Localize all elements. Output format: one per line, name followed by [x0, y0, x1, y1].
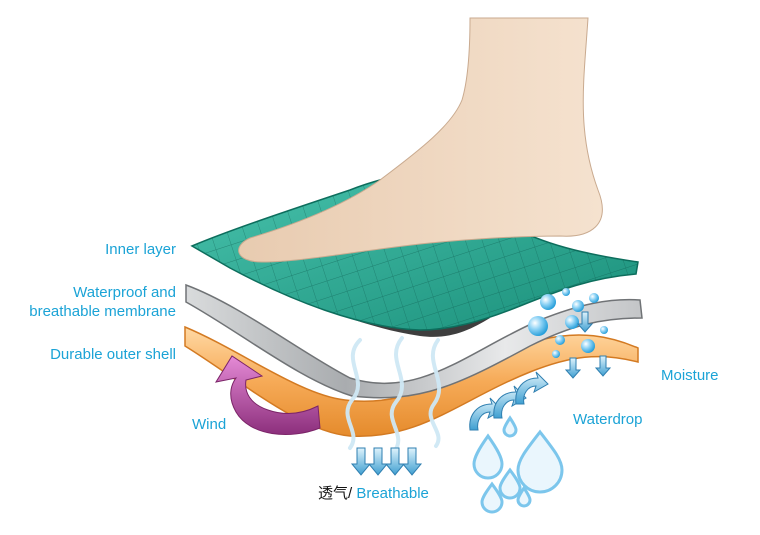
membrane-label: Waterproof and breathable membrane [8, 283, 176, 321]
waterdrop-label: Waterdrop [573, 410, 642, 429]
moisture-label: Moisture [661, 366, 719, 385]
foot-illustration [238, 17, 603, 263]
wind-arrow-icon [214, 355, 321, 436]
wind-label: Wind [192, 415, 226, 434]
membrane-label-line1: Waterproof and [73, 284, 176, 301]
wind-text: Wind [192, 416, 227, 433]
vapor-lines-icon [345, 336, 442, 454]
outer-shell-label: Durable outer shell [28, 345, 176, 364]
inner-layer [190, 167, 639, 331]
membrane-label-line2: breathable membrane [29, 303, 176, 320]
moisture-arrows-icon [564, 311, 612, 379]
waterdrop-text: Waterdrop [573, 411, 643, 428]
breathable-label-en: Breathable [352, 485, 429, 502]
breathable-arrows-icon [350, 447, 423, 476]
moisture-text: Moisture [661, 367, 719, 384]
inner-layer-text: Inner layer [105, 241, 176, 258]
water-drops-icon [472, 415, 564, 514]
breathable-label-zh: 透气/ [318, 485, 353, 502]
outer-shell-text: Durable outer shell [50, 346, 176, 363]
breathable-label: 透气/ Breathable [318, 484, 429, 503]
inner-layer-label: Inner layer [70, 240, 176, 259]
waterdrop-curved-arrows-icon [469, 371, 549, 431]
moisture-bubbles-icon [528, 288, 608, 358]
outer-shell-layer [184, 325, 639, 437]
